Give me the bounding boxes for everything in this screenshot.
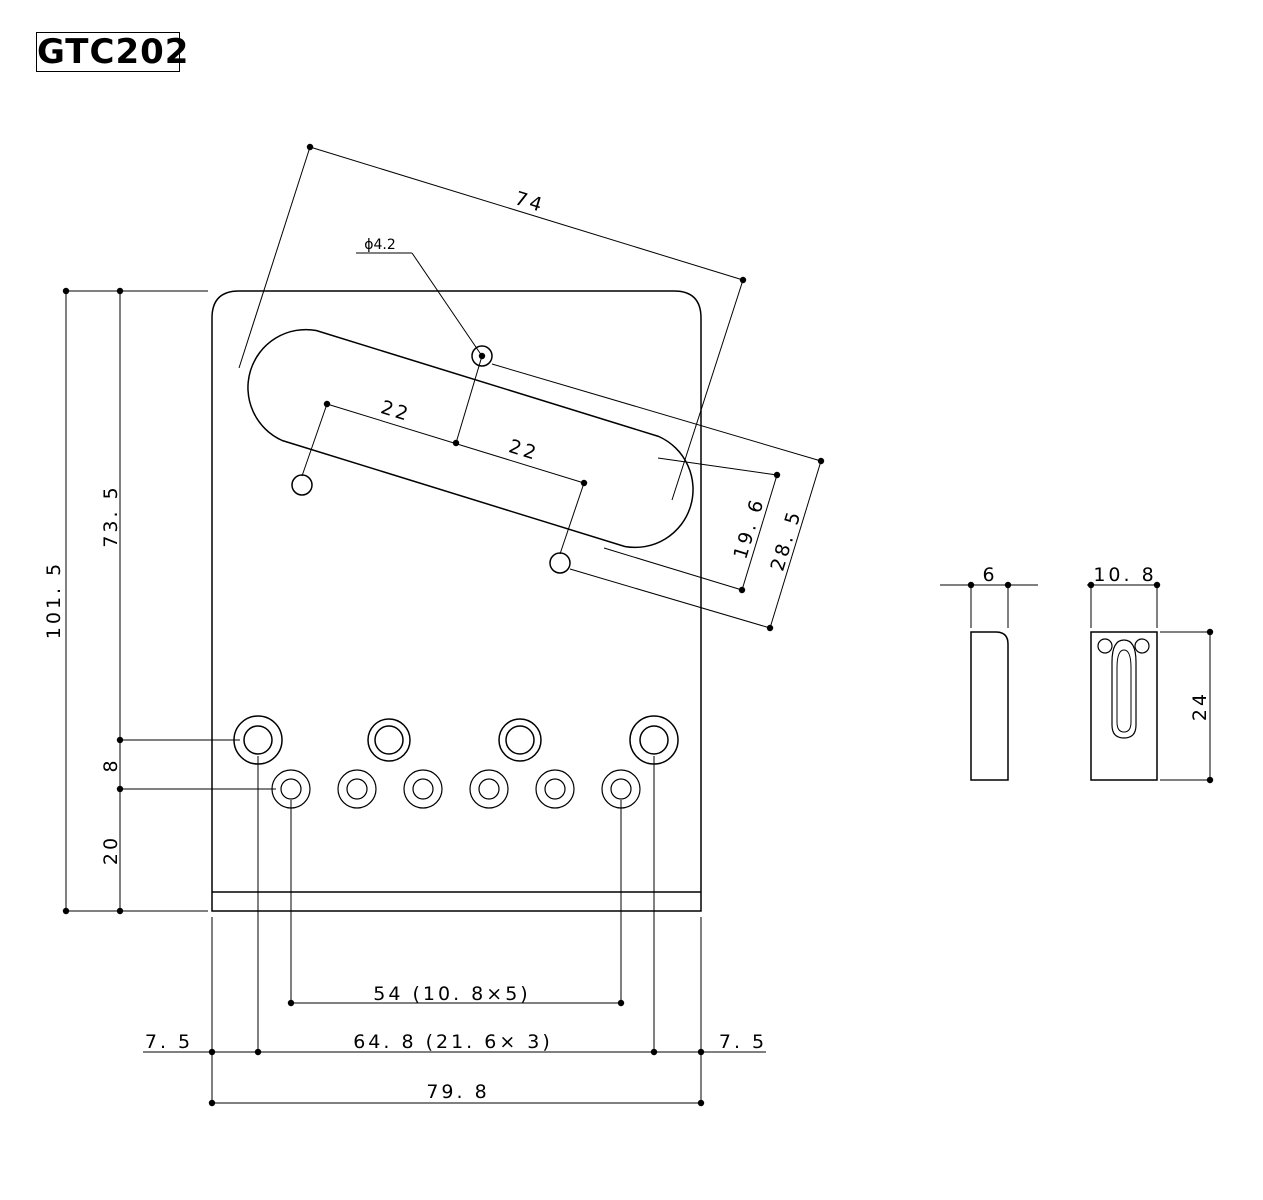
dim-large-hole-span: 64. 8 (21. 6× 3) <box>353 1031 553 1053</box>
dim-upper-height: 73. 5 <box>100 484 122 547</box>
saddle-side-view <box>970 631 1009 781</box>
dim-bottom-gap: 20 <box>100 835 122 865</box>
dim-pickup-length: 74 <box>512 187 547 217</box>
dim-row-gap: 8 <box>100 757 122 772</box>
center-hole <box>471 345 493 367</box>
dim-small-hole-span: 54 (10. 8×5) <box>373 983 530 1005</box>
bridge-plate-outline <box>211 290 702 912</box>
pickup-slot <box>247 328 694 549</box>
dimension-points <box>62 143 1214 1107</box>
pickup-mount-hole-left <box>291 474 313 496</box>
dim-left-margin: 7. 5 <box>145 1031 193 1053</box>
string-holes-row <box>271 769 641 809</box>
dim-pickup-offset-a: 19. 6 <box>729 495 769 562</box>
saddle-top-view <box>1090 631 1158 781</box>
dim-pickup-offset-b: 28. 5 <box>766 507 806 574</box>
saddle-slot <box>1111 639 1137 739</box>
mounting-holes-row <box>233 715 679 765</box>
dim-overall-height: 101. 5 <box>43 561 65 639</box>
dim-saddle-length: 10. 8 <box>1093 564 1156 586</box>
pickup-mount-hole-right <box>549 552 571 574</box>
dim-saddle-height: 24 <box>1189 691 1211 721</box>
dim-saddle-width: 6 <box>982 564 997 586</box>
dim-right-margin: 7. 5 <box>719 1031 767 1053</box>
dim-overall-width: 79. 8 <box>426 1081 489 1103</box>
dim-hole-diameter: ϕ4.2 <box>364 237 396 253</box>
part-number-title: GTC202 <box>36 32 190 72</box>
